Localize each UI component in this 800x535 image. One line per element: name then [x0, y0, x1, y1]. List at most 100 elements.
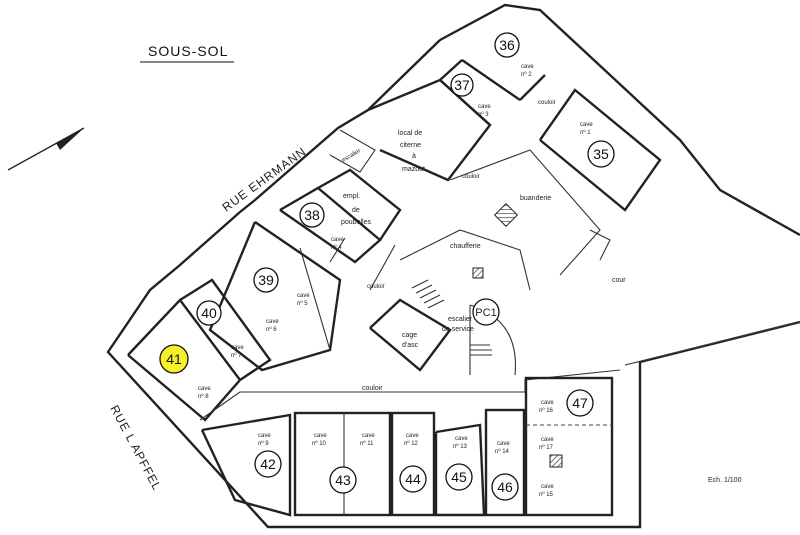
room-escalier-service: escalier de service	[442, 316, 474, 333]
svg-text:nº 5: nº 5	[297, 300, 308, 307]
scale-label: Ech. 1/100	[708, 477, 742, 484]
cave-label-9: cave nº 9	[258, 433, 271, 447]
svg-text:nº 15: nº 15	[539, 491, 554, 498]
svg-text:cave: cave	[266, 319, 279, 325]
svg-text:nº 12: nº 12	[404, 440, 419, 447]
svg-text:39: 39	[258, 272, 274, 288]
marker-47[interactable]: 47	[566, 389, 594, 417]
svg-text:cave: cave	[406, 433, 419, 439]
hatched-column	[493, 202, 519, 228]
svg-text:cave: cave	[521, 64, 534, 70]
cave-label-17: cave nº 17	[539, 437, 554, 451]
svg-text:nº 11: nº 11	[360, 440, 374, 447]
svg-text:de: de	[352, 207, 360, 214]
svg-text:cave: cave	[541, 400, 554, 406]
interior-walls	[127, 59, 662, 517]
svg-text:mazout: mazout	[402, 166, 425, 173]
svg-text:cave: cave	[541, 437, 554, 443]
svg-text:de service: de service	[442, 326, 474, 333]
svg-text:cave: cave	[231, 345, 244, 351]
cave-label-11: cave nº 11	[360, 433, 375, 447]
svg-text:cave: cave	[455, 436, 468, 442]
marker-42[interactable]: 42	[254, 450, 282, 478]
cave-label-10: cave nº 10	[312, 433, 327, 447]
svg-text:45: 45	[451, 469, 467, 485]
marker-46[interactable]: 46	[491, 473, 519, 501]
marker-40[interactable]: 40	[196, 300, 222, 326]
marker-36[interactable]: 36	[494, 32, 520, 58]
room-couloir: couloir	[462, 174, 480, 180]
cave-label-6: cave nº 6	[266, 319, 279, 333]
svg-text:à: à	[412, 153, 416, 160]
svg-text:44: 44	[405, 471, 421, 487]
svg-text:35: 35	[593, 146, 609, 162]
room-cour: cour	[612, 277, 626, 284]
svg-text:cave: cave	[362, 433, 375, 439]
marker-39[interactable]: 39	[253, 267, 279, 293]
marker-44[interactable]: 44	[399, 465, 427, 493]
svg-text:nº 6: nº 6	[266, 326, 277, 333]
room-couloir: couloir	[538, 100, 556, 106]
svg-text:cave: cave	[478, 104, 491, 110]
cave-label-12: cave nº 12	[404, 433, 419, 447]
plan-title: SOUS-SOL	[148, 43, 228, 59]
cave-label-8: cave nº 8	[198, 386, 211, 400]
svg-text:47: 47	[572, 395, 588, 411]
svg-text:nº 13: nº 13	[453, 443, 468, 450]
svg-text:cave: cave	[297, 293, 310, 299]
marker-pc1[interactable]: PC1	[472, 298, 500, 326]
marker-37[interactable]: 37	[450, 73, 474, 97]
svg-text:nº 9: nº 9	[258, 440, 269, 447]
street-label-west: RUE L APFFEL	[107, 403, 164, 493]
svg-text:40: 40	[201, 305, 217, 321]
room-couloir: couloir	[362, 385, 383, 392]
svg-text:41: 41	[166, 351, 182, 367]
svg-text:cave: cave	[580, 122, 593, 128]
room-cage-asc: cage d'asc	[402, 332, 419, 349]
street-label-north: RUE EHRMANN	[220, 144, 309, 214]
svg-text:cave: cave	[258, 433, 271, 439]
svg-text:nº 3: nº 3	[478, 111, 489, 118]
marker-41[interactable]: 41	[159, 344, 189, 374]
marker-43[interactable]: 43	[329, 466, 357, 494]
north-arrow-icon	[7, 127, 85, 171]
marker-38[interactable]: 38	[299, 202, 325, 228]
cave-label-7: cave nº 7	[231, 345, 244, 359]
svg-text:43: 43	[335, 472, 351, 488]
svg-text:citerne: citerne	[400, 142, 421, 149]
room-buanderie: buanderie	[520, 195, 551, 202]
room-local-citerne: local de citerne à mazout	[398, 130, 425, 173]
svg-text:nº 17: nº 17	[539, 444, 554, 451]
cave-label-1: cave nº 1	[580, 122, 593, 136]
cave-label-4: cave nº 4	[331, 237, 344, 251]
svg-text:cave: cave	[331, 237, 344, 243]
building-outline	[106, 3, 800, 529]
cave-label-2: cave nº 2	[521, 64, 534, 78]
svg-text:nº 16: nº 16	[539, 407, 554, 414]
svg-text:cave: cave	[541, 484, 554, 490]
marker-45[interactable]: 45	[445, 463, 473, 491]
svg-text:cave: cave	[314, 433, 327, 439]
marker-35[interactable]: 35	[587, 140, 615, 168]
svg-text:37: 37	[454, 77, 470, 93]
svg-text:38: 38	[304, 207, 320, 223]
svg-text:escalier: escalier	[448, 316, 473, 323]
hatched-column	[549, 454, 563, 468]
svg-text:nº 2: nº 2	[521, 71, 532, 78]
svg-text:cave: cave	[497, 441, 510, 447]
cave-label-14: cave nº 14	[495, 441, 510, 455]
cave-label-15: cave nº 15	[539, 484, 554, 498]
svg-text:nº 14: nº 14	[495, 448, 510, 455]
hatched-column	[472, 267, 484, 279]
svg-text:poubelles: poubelles	[341, 219, 371, 226]
svg-text:cave: cave	[198, 386, 211, 392]
svg-text:d'asc: d'asc	[402, 342, 419, 349]
svg-text:36: 36	[499, 37, 515, 53]
svg-text:46: 46	[497, 479, 513, 495]
svg-text:cage: cage	[402, 332, 417, 339]
svg-text:nº 7: nº 7	[231, 352, 242, 359]
svg-text:nº 1: nº 1	[580, 129, 591, 136]
room-escalier: escalier	[341, 148, 362, 164]
cave-label-5: cave nº 5	[297, 293, 310, 307]
